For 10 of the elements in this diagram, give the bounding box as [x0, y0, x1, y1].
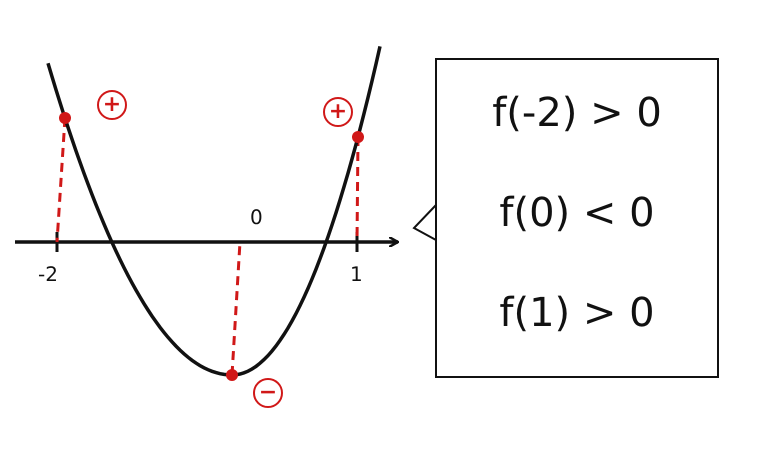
inequality-text: f(1) > 0: [498, 290, 656, 336]
tick-label: -2: [38, 262, 58, 286]
circled-sign: +: [323, 97, 353, 127]
inequality-text: f(0) < 0: [498, 190, 656, 236]
tick-label: 0: [250, 205, 263, 229]
callout-box: [435, 58, 719, 378]
inequality-text: f(-2) > 0: [491, 90, 663, 136]
circled-sign: +: [97, 90, 127, 120]
circled-sign: −: [253, 378, 283, 408]
tick-label: 1: [350, 262, 363, 286]
